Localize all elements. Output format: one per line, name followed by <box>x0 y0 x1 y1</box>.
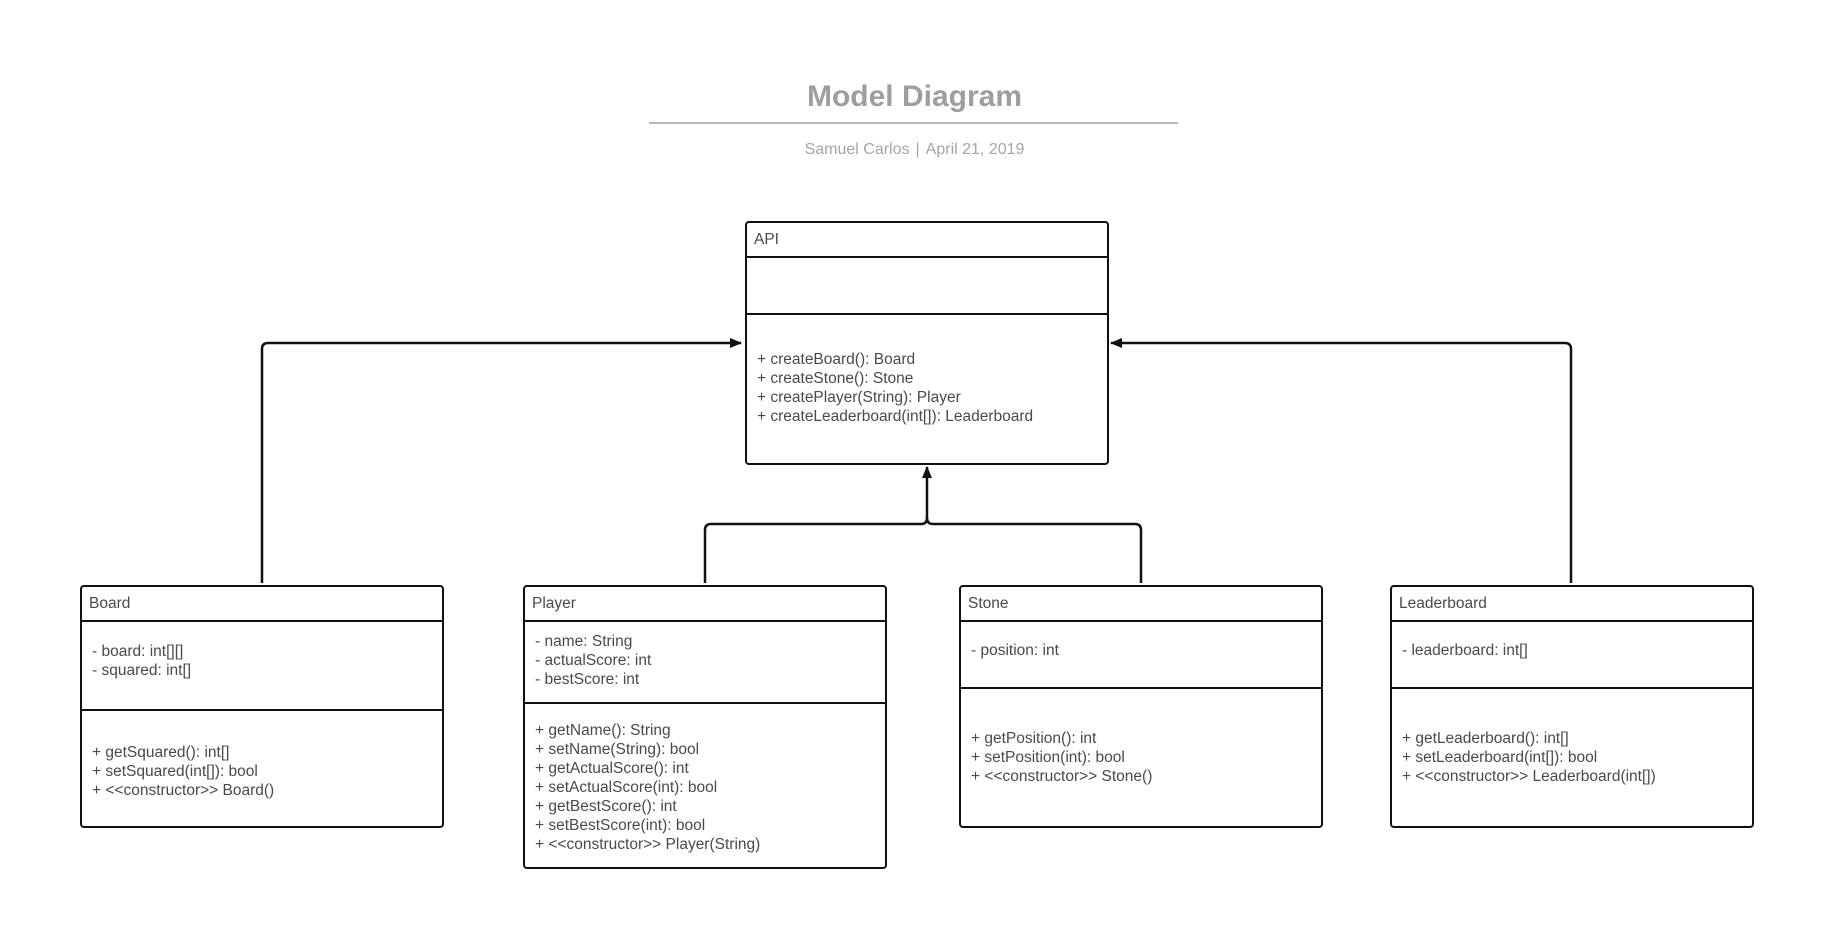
diagram-title: Model Diagram <box>806 80 1023 113</box>
method-list: + getLeaderboard(): int[] + setLeaderboa… <box>1402 729 1748 786</box>
method-line: + setSquared(int[]): bool <box>92 763 258 780</box>
method-line: + createStone(): Stone <box>757 370 914 387</box>
class-api[interactable]: API + createBoard(): Board + createStone… <box>745 221 1109 465</box>
method-list: + getPosition(): int + setPosition(int):… <box>971 729 1317 786</box>
class-name: Board <box>82 587 442 622</box>
connector-leaderboard-to-api[interactable] <box>1110 338 1573 583</box>
class-attributes <box>747 258 1107 315</box>
method-line: + setLeaderboard(int[]): bool <box>1402 749 1598 766</box>
method-line: + createLeaderboard(int[]): Leaderboard <box>757 408 1034 425</box>
method-list: + getName(): String + setName(String): b… <box>535 721 881 854</box>
attribute-line: - position: int <box>971 642 1059 659</box>
class-attributes: - position: int <box>961 622 1321 689</box>
method-line: + createBoard(): Board <box>757 351 916 368</box>
method-line: + setPosition(int): bool <box>971 749 1125 766</box>
class-methods: + getPosition(): int + setPosition(int):… <box>961 689 1321 826</box>
connector-player-to-api[interactable] <box>703 466 932 583</box>
method-line: + getName(): String <box>535 722 671 739</box>
class-stone[interactable]: Stone - position: int + getPosition(): i… <box>959 585 1323 828</box>
diagram-date: April 21, 2019 <box>925 141 1025 158</box>
method-line: + <<constructor>> Leaderboard(int[]) <box>1402 768 1656 785</box>
author-name: Samuel Carlos <box>804 141 910 158</box>
class-board[interactable]: Board - board: int[][] - squared: int[] … <box>80 585 444 828</box>
method-line: + <<constructor>> Stone() <box>971 768 1153 785</box>
method-list: + getSquared(): int[] + setSquared(int[]… <box>92 743 438 800</box>
method-line: + <<constructor>> Board() <box>92 782 275 799</box>
class-name: Leaderboard <box>1392 587 1752 622</box>
class-attributes: - name: String - actualScore: int - best… <box>525 622 885 704</box>
attribute-line: - name: String <box>535 633 633 650</box>
class-name: Stone <box>961 587 1321 622</box>
method-line: + getPosition(): int <box>971 730 1097 747</box>
class-name: Player <box>525 587 885 622</box>
class-methods: + getSquared(): int[] + setSquared(int[]… <box>82 711 442 826</box>
class-methods: + createBoard(): Board + createStone(): … <box>747 315 1107 463</box>
attribute-line: - board: int[][] <box>92 643 184 660</box>
method-line: + <<constructor>> Player(String) <box>535 836 761 853</box>
subtitle-separator: | <box>915 141 920 158</box>
class-attributes: - board: int[][] - squared: int[] <box>82 622 442 711</box>
attribute-line: - squared: int[] <box>92 662 192 679</box>
class-attributes: - leaderboard: int[] <box>1392 622 1752 689</box>
class-methods: + getLeaderboard(): int[] + setLeaderboa… <box>1392 689 1752 826</box>
diagram-subtitle: Samuel Carlos | April 21, 2019 <box>0 141 1829 159</box>
class-methods: + getName(): String + setName(String): b… <box>525 704 885 867</box>
attribute-list: - position: int <box>971 641 1317 660</box>
method-line: + setActualScore(int): bool <box>535 779 718 796</box>
method-line: + setName(String): bool <box>535 741 700 758</box>
method-line: + createPlayer(String): Player <box>757 389 961 406</box>
connector-stone-to-api[interactable] <box>925 517 1143 583</box>
class-name: API <box>747 223 1107 258</box>
attribute-list: - leaderboard: int[] <box>1402 641 1748 660</box>
method-line: + getBestScore(): int <box>535 798 677 815</box>
class-leaderboard[interactable]: Leaderboard - leaderboard: int[] + getLe… <box>1390 585 1754 828</box>
class-player[interactable]: Player - name: String - actualScore: int… <box>523 585 887 869</box>
attribute-line: - leaderboard: int[] <box>1402 642 1528 659</box>
attribute-list: - name: String - actualScore: int - best… <box>535 632 881 689</box>
method-line: + getLeaderboard(): int[] <box>1402 730 1569 747</box>
method-line: + setBestScore(int): bool <box>535 817 706 834</box>
attribute-line: - actualScore: int <box>535 652 652 669</box>
method-line: + getSquared(): int[] <box>92 744 230 761</box>
method-line: + getActualScore(): int <box>535 760 689 777</box>
method-list: + createBoard(): Board + createStone(): … <box>757 350 1103 426</box>
title-divider <box>649 122 1178 124</box>
connector-board-to-api[interactable] <box>260 338 742 583</box>
attribute-line: - bestScore: int <box>535 671 640 688</box>
attribute-list: - board: int[][] - squared: int[] <box>92 642 438 680</box>
